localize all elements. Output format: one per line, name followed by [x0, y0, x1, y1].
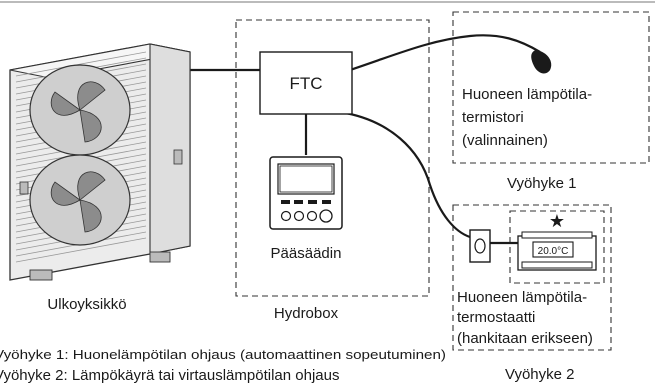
- thermostat-inner-frame: [509, 210, 605, 284]
- note-zone2: Vyöhyke 2: Lämpökäyrä tai virtauslämpöti…: [0, 367, 339, 384]
- ftc-box: [259, 51, 353, 115]
- thermistor-label-line1: Huoneen lämpötila-: [462, 86, 592, 103]
- thermistor-label-line2: termistori: [462, 109, 524, 126]
- outdoor-heat-pump-icon: [9, 43, 191, 281]
- thermistor-probe-icon: [531, 50, 552, 74]
- room-thermostat-icon: [469, 229, 597, 271]
- zone2-label: Vyöhyke 2: [505, 366, 575, 383]
- outdoor-unit-label: Ulkoyksikkö: [47, 296, 126, 313]
- note-zone1: Vyöhyke 1: Huonelämpötilan ohjaus (autom…: [0, 347, 446, 362]
- zone1-frame: [452, 11, 650, 164]
- controller-label: Pääsäädin: [271, 245, 342, 262]
- controller-icon: [269, 156, 343, 230]
- thermostat-label-line1: Huoneen lämpötila-: [457, 289, 587, 306]
- zone2-frame: [452, 204, 612, 351]
- thermostat-label-line2: termostaatti: [457, 309, 535, 326]
- ftc-label: FTC: [289, 74, 322, 93]
- thermistor-cable: [349, 34, 541, 72]
- hydrobox-frame: [235, 19, 430, 297]
- thermistor-label-line3: (valinnainen): [462, 132, 548, 149]
- zone1-label: Vyöhyke 1: [507, 175, 577, 192]
- thermostat-cable: [339, 110, 471, 239]
- thermostat-display-value: 20.0°C: [538, 246, 569, 257]
- star-icon: ★: [549, 211, 565, 231]
- hydrobox-label: Hydrobox: [274, 305, 339, 322]
- thermostat-label-line3: (hankitaan erikseen): [457, 330, 593, 347]
